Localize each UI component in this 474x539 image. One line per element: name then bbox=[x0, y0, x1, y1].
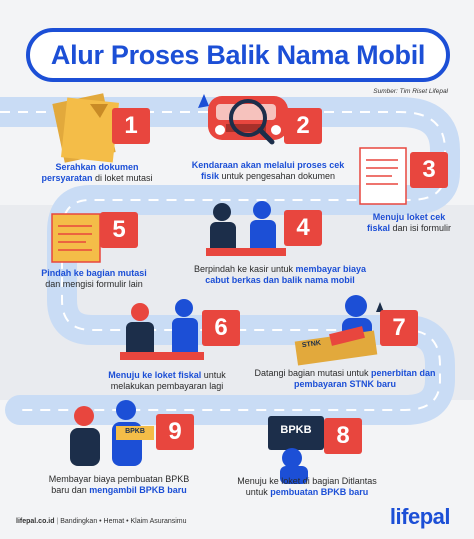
bpkb-exchange-illustration bbox=[70, 400, 154, 466]
step-number-8: 8 bbox=[324, 418, 362, 454]
footer-site[interactable]: lifepal.co.id bbox=[16, 518, 55, 525]
step-4-text: Berpindah ke kasir untuk membayar biaya … bbox=[193, 264, 367, 285]
step-1-text: Serahkan dokumen persyaratan di loket mu… bbox=[41, 162, 153, 183]
bpkb-book-label: BPKB bbox=[280, 424, 312, 436]
step-number-7: 7 bbox=[380, 310, 418, 346]
step-5-text: Pindah ke bagian mutasi dan mengisi form… bbox=[41, 268, 147, 289]
page-title: Alur Proses Balik Nama Mobil bbox=[26, 28, 450, 82]
step-number-3: 3 bbox=[410, 152, 448, 188]
form-illustration bbox=[359, 147, 407, 205]
step-number-6: 6 bbox=[202, 310, 240, 346]
documents-illustration bbox=[52, 93, 119, 163]
step-number-4: 4 bbox=[284, 210, 322, 246]
step-2-text: Kendaraan akan melalui proses cek fisik … bbox=[191, 160, 345, 181]
step-9-text: Membayar biaya pembuatan BPKB baru dan m… bbox=[48, 474, 190, 495]
lifepal-logo[interactable]: lifepal bbox=[389, 504, 451, 529]
source-credit: Sumber: Tim Riset Lifepal bbox=[373, 88, 448, 95]
step-number-9: 9 bbox=[156, 414, 194, 450]
footer-tags: Bandingkan • Hemat • Klaim Asuransimu bbox=[60, 518, 187, 525]
step-number-2: 2 bbox=[284, 108, 322, 144]
fiscal-counter-illustration bbox=[120, 299, 204, 360]
bpkb-card-label: BPKB bbox=[125, 428, 145, 435]
step-3-text: Menuju loket cek fiskal dan isi formulir bbox=[366, 212, 452, 233]
cashier-illustration bbox=[206, 201, 286, 256]
form-illustration-2 bbox=[51, 213, 101, 263]
step-number-1: 1 bbox=[112, 108, 150, 144]
step-7-text: Datangi bagian mutasi untuk penerbitan d… bbox=[254, 368, 436, 389]
car-inspection-illustration bbox=[198, 94, 288, 145]
step-6-text: Menuju ke loket fiskal untuk melakukan p… bbox=[108, 370, 226, 391]
step-8-text: Menuju ke loket di bagian Ditlantas untu… bbox=[237, 476, 377, 497]
stnk-illustration bbox=[294, 295, 384, 366]
bpkb-book-illustration bbox=[268, 416, 324, 484]
step-number-5: 5 bbox=[100, 212, 138, 248]
footer-links: lifepal.co.id | Bandingkan • Hemat • Kla… bbox=[16, 518, 187, 525]
